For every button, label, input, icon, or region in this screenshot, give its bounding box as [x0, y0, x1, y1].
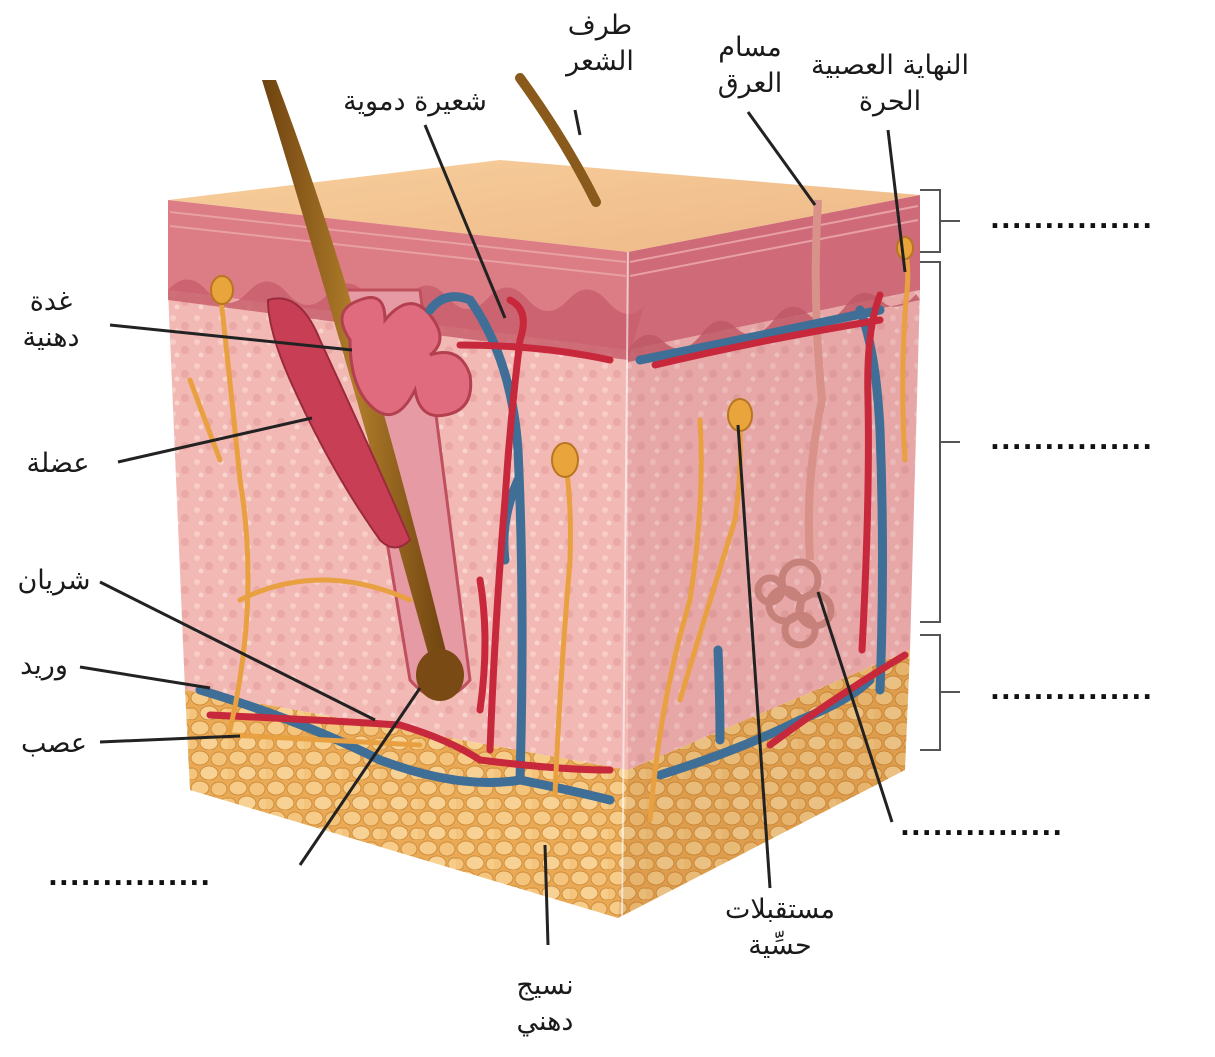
label-free-nerve-ending-line-2: الحرة — [785, 84, 995, 120]
layer-brackets — [920, 190, 960, 750]
label-sebaceous-gland-line-2: دهنية — [8, 320, 94, 356]
label-capillary-text: شعيرة دموية — [325, 84, 505, 120]
label-nerve: عصب — [6, 726, 102, 762]
label-artery: شريان — [6, 563, 102, 599]
label-free-nerve-ending: النهاية العصبية الحرة — [785, 48, 995, 120]
label-nerve-text: عصب — [6, 726, 102, 762]
blank-sweat-gland[interactable]: ............... — [900, 812, 1063, 842]
label-sebaceous-gland-line-1: غدة — [8, 284, 94, 320]
label-fat-tissue-line-2: دهني — [490, 1004, 600, 1040]
blank-epidermis[interactable]: ............... — [990, 205, 1153, 235]
hair-bulb — [416, 649, 464, 701]
label-vein: وريد — [6, 648, 82, 684]
label-vein-text: وريد — [6, 648, 82, 684]
label-capillary: شعيرة دموية — [325, 84, 505, 120]
label-sensory-receptors-line-1: مستقبلات — [700, 892, 860, 928]
label-hair-tip: طرف الشعر — [540, 8, 660, 80]
label-sebaceous-gland: غدة دهنية — [8, 284, 94, 356]
blank-hair-follicle[interactable]: ............... — [48, 862, 211, 892]
label-muscle: عضلة — [8, 446, 108, 482]
blank-hypodermis[interactable]: ............... — [990, 676, 1153, 706]
label-hair-tip-line-1: طرف — [540, 8, 660, 44]
label-hair-tip-line-2: الشعر — [540, 44, 660, 80]
label-muscle-text: عضلة — [8, 446, 108, 482]
label-artery-text: شريان — [6, 563, 102, 599]
label-fat-tissue: نسيج دهني — [490, 968, 600, 1040]
label-fat-tissue-line-1: نسيج — [490, 968, 600, 1004]
label-free-nerve-ending-line-1: النهاية العصبية — [785, 48, 995, 84]
label-sensory-receptors-line-2: حسِّية — [700, 928, 860, 964]
blank-dermis[interactable]: ............... — [990, 426, 1153, 456]
label-sensory-receptors: مستقبلات حسِّية — [700, 892, 860, 964]
